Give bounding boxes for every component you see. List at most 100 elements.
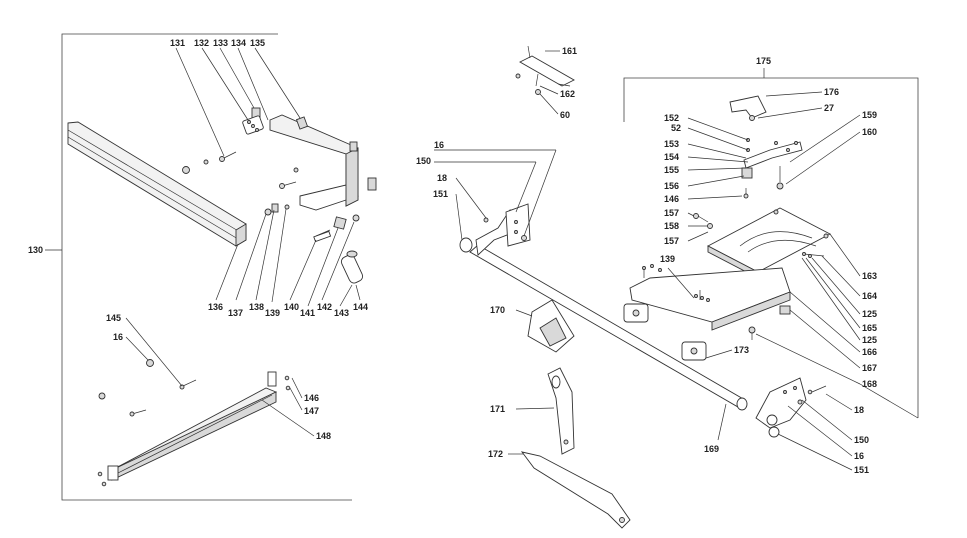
axle-assembly [434, 149, 748, 411]
label-18b: 18 [854, 405, 864, 415]
label-125b: 125 [862, 335, 877, 345]
lever [729, 95, 767, 119]
label-168: 168 [862, 379, 877, 389]
label-125a: 125 [862, 309, 877, 319]
label-16c: 16 [854, 451, 864, 461]
fence-rail [67, 121, 247, 247]
screw-131 [219, 156, 225, 162]
screw-146b [743, 193, 749, 199]
label-167: 167 [862, 363, 877, 373]
label-176: 176 [824, 87, 839, 97]
label-165: 165 [862, 323, 877, 333]
label-170: 170 [490, 305, 505, 315]
label-169: 169 [704, 444, 719, 454]
scale-154 [743, 141, 803, 169]
nut-16a [146, 359, 154, 367]
label-137: 137 [228, 308, 243, 318]
base-bracket [629, 264, 861, 441]
fence-bracket [269, 114, 359, 211]
label-162: 162 [560, 89, 575, 99]
label-151a: 151 [433, 189, 448, 199]
label-152: 152 [664, 113, 679, 123]
label-52: 52 [671, 123, 681, 133]
screw-mid [279, 183, 285, 189]
label-134: 134 [231, 38, 246, 48]
part-137 [264, 208, 272, 216]
label-140: 140 [284, 302, 299, 312]
label-163: 163 [862, 271, 877, 281]
label-133: 133 [213, 38, 228, 48]
label-157b: 157 [664, 236, 679, 246]
part-167 [779, 305, 791, 315]
handle-143 [346, 250, 358, 258]
label-158: 158 [664, 221, 679, 231]
label-138: 138 [249, 302, 264, 312]
label-130: 130 [28, 245, 43, 255]
label-18a: 18 [437, 173, 447, 183]
part-160 [776, 182, 784, 190]
part-labels: 131 132 133 134 135 130 136 137 138 139 … [28, 38, 877, 475]
label-135: 135 [250, 38, 265, 48]
label-16b: 16 [434, 140, 444, 150]
axle-169 [469, 244, 746, 408]
bushing-151b [768, 426, 780, 438]
label-141: 141 [300, 308, 315, 318]
group-175-frame [623, 68, 919, 419]
washer-mid [293, 167, 299, 173]
hinge-right [755, 377, 853, 471]
label-159: 159 [862, 110, 877, 120]
part-141 [333, 216, 347, 230]
part-139 [284, 204, 290, 210]
arm-171 [547, 367, 575, 455]
label-148: 148 [316, 431, 331, 441]
part-161-group [515, 45, 575, 115]
pin-140 [313, 230, 332, 243]
label-151b: 151 [854, 465, 869, 475]
part-161 [519, 55, 575, 87]
nut-60 [535, 89, 541, 95]
bar-172 [520, 451, 631, 529]
bushing-151a [459, 237, 473, 253]
label-144: 144 [353, 302, 368, 312]
label-143: 143 [334, 308, 349, 318]
label-171: 171 [490, 404, 505, 414]
parts-157-158 [687, 212, 713, 242]
label-164: 164 [862, 291, 877, 301]
label-175: 175 [756, 56, 771, 66]
label-147: 147 [304, 406, 319, 416]
leaders-left [125, 47, 361, 437]
lever-176 [729, 91, 823, 121]
part-135 [295, 116, 309, 130]
label-142: 142 [317, 302, 332, 312]
label-136: 136 [208, 302, 223, 312]
lower-rail [97, 359, 291, 487]
screw-18a [483, 217, 489, 223]
small-parts-top-left [182, 107, 377, 191]
label-153: 153 [664, 139, 679, 149]
nut-lower-left [98, 392, 106, 400]
part-156 [741, 167, 753, 179]
label-150b: 150 [854, 435, 869, 445]
part-end-cap [367, 177, 377, 191]
washer-27 [749, 115, 755, 121]
label-160: 160 [862, 127, 877, 137]
nut-left [182, 166, 190, 174]
label-150a: 150 [416, 156, 431, 166]
label-132: 132 [194, 38, 209, 48]
group-130-frame [45, 33, 352, 501]
bracket-166 [629, 267, 791, 323]
label-155: 155 [664, 165, 679, 175]
handle-144 [340, 254, 364, 284]
bracket-150b [755, 377, 807, 429]
label-146: 146 [304, 393, 319, 403]
indicator-parts [687, 114, 861, 200]
clamps [515, 299, 733, 361]
label-16a: 16 [113, 332, 123, 342]
label-27: 27 [824, 103, 834, 113]
label-131: 131 [170, 38, 185, 48]
part-142 [352, 214, 360, 222]
plate-163 [707, 207, 831, 273]
screw-lower [129, 411, 135, 417]
end-plate-147 [267, 371, 277, 387]
